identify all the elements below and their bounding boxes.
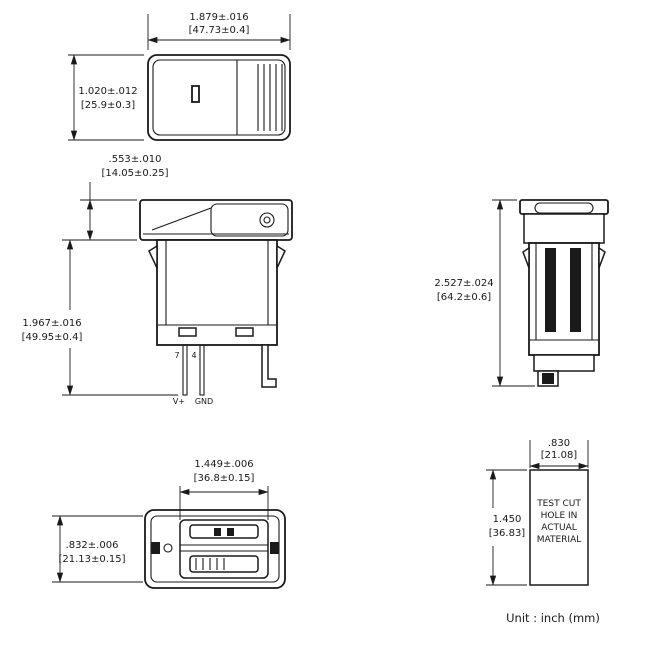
top-view-grip-ribs	[257, 64, 283, 131]
pin-4	[199, 344, 205, 396]
pin-vplus-label: V+	[173, 397, 185, 406]
cutout-note-line-4: MATERIAL	[537, 535, 582, 545]
mounting-latch-right	[276, 244, 286, 269]
dim-bottom-width-in: 1.449±.006	[194, 459, 253, 470]
side-bottom-step	[533, 354, 595, 372]
pin-7-number: 7	[174, 351, 179, 360]
test-cut-hole: TEST CUT HOLE IN ACTUAL MATERIAL .830 [2…	[486, 438, 589, 586]
dim-bottom-height-in: .832±.006	[66, 540, 119, 551]
side-bottom-terminal-core	[542, 373, 554, 384]
mounting-latch-left	[148, 244, 158, 269]
front-view: 7 4 V+ GND .553±.010 [14.05±0.25] 1.967±…	[22, 154, 293, 406]
pin-gnd-label: GND	[195, 397, 213, 406]
bottom-view: 1.449±.006 [36.8±0.15] .832±.006 [21.13±…	[52, 459, 286, 589]
terminal-slot-right	[235, 327, 254, 337]
side-terminal-bar-left	[545, 248, 556, 332]
top-view-rocker-outline	[152, 59, 286, 136]
front-body	[156, 239, 278, 346]
dim-cutout-width-in: .830	[548, 438, 570, 449]
dim-bottom-width-mm: [36.8±0.15]	[194, 473, 255, 484]
top-view-bezel-outline	[147, 54, 291, 141]
side-latch-right	[598, 246, 606, 269]
front-rocker-paddle-edge	[151, 207, 212, 231]
side-view: 2.527±.024 [64.2±0.6]	[434, 199, 609, 387]
dim-bezel-height-in: .553±.010	[109, 154, 162, 165]
side-terminal-bar-right	[570, 248, 581, 332]
cutout-note-line-3: ACTUAL	[541, 523, 577, 533]
bottom-edge-notch-left	[151, 542, 160, 554]
pin-7	[182, 344, 188, 396]
dim-side-height-mm: [64.2±0.6]	[437, 292, 491, 303]
pivot-outer-circle	[259, 212, 275, 228]
dim-bezel-height-mm: [14.05±0.25]	[101, 168, 168, 179]
dim-body-height-mm: [49.95±0.4]	[22, 332, 83, 343]
terminal-slot-left	[178, 327, 197, 337]
dim-side-height-in: 2.527±.024	[434, 278, 493, 289]
top-view: 1.879±.016 [47.73±0.4] 1.020±.012 [25.9±…	[68, 12, 291, 141]
dim-top-height-in: 1.020±.012	[78, 86, 137, 97]
side-rocker-top	[534, 202, 594, 214]
dim-cutout-height-in: 1.450	[493, 514, 522, 525]
dim-top-height-mm: [25.9±0.3]	[81, 100, 135, 111]
dim-body-height-in: 1.967±.016	[22, 318, 81, 329]
dim-cutout-height-mm: [36.83]	[489, 528, 526, 539]
dim-bottom-height-mm: [21.13±0.15]	[58, 554, 125, 565]
side-latch-left	[522, 246, 530, 269]
side-body	[528, 242, 600, 356]
dim-top-width-in: 1.879±.016	[189, 12, 248, 23]
side-bezel-skirt	[523, 213, 605, 244]
cutout-note-line-1: TEST CUT	[536, 499, 581, 509]
pin-4-number: 4	[191, 351, 196, 360]
front-rocker-housing	[210, 203, 289, 237]
dim-top-width-mm: [47.73±0.4]	[189, 25, 250, 36]
bottom-top-slot	[189, 524, 259, 539]
bottom-vent-ribs	[195, 558, 225, 570]
bottom-edge-notch-right	[270, 542, 279, 554]
top-view-indicator-window	[191, 85, 200, 103]
pivot-inner-circle	[263, 216, 271, 224]
dim-cutout-width-mm: [21.08]	[541, 450, 578, 461]
bottom-alignment-hole	[163, 543, 173, 553]
unit-note: Unit : inch (mm)	[506, 611, 600, 625]
side-flange	[519, 199, 609, 215]
cutout-note-line-2: HOLE IN	[541, 511, 578, 521]
bracket-terminal	[261, 344, 277, 388]
cutout-rectangle	[529, 469, 589, 586]
